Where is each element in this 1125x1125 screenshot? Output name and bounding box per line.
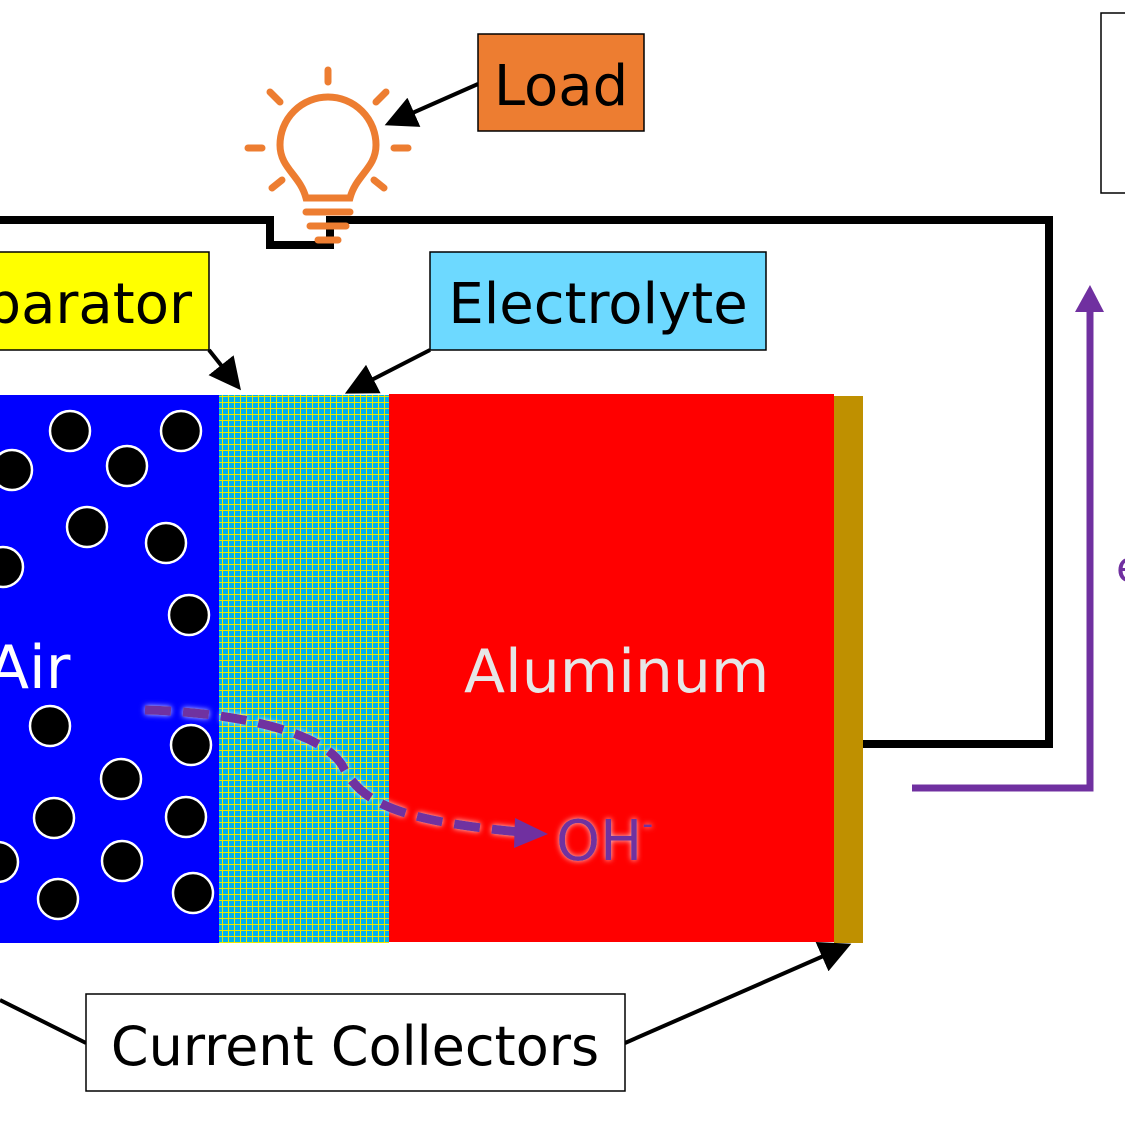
current-collectors-label: Current Collectors bbox=[111, 1015, 599, 1078]
oxygen-particle bbox=[159, 409, 203, 453]
hydroxide-ion-label: OH- bbox=[556, 807, 653, 874]
load-pointer bbox=[384, 82, 479, 127]
lightbulb-icon bbox=[244, 66, 412, 244]
oxygen-particle bbox=[36, 877, 80, 921]
electron-label: e bbox=[1116, 542, 1125, 593]
current-collector bbox=[834, 396, 863, 943]
air-label: Air bbox=[0, 633, 71, 703]
oxygen-particle bbox=[28, 704, 72, 748]
electrolyte-pointer bbox=[344, 348, 431, 394]
electron-flow-arrow bbox=[912, 310, 1094, 792]
oxygen-particle bbox=[0, 840, 20, 884]
separator-label: Separator bbox=[0, 272, 193, 337]
partial-label-box bbox=[1100, 12, 1125, 194]
oxygen-particle bbox=[65, 505, 109, 549]
oxygen-particle bbox=[0, 448, 34, 492]
circuit-wire bbox=[0, 216, 1053, 748]
oxygen-particle bbox=[99, 757, 143, 801]
separator-label-box bbox=[0, 251, 210, 351]
aluminum-anode bbox=[389, 394, 834, 942]
oxygen-particle bbox=[0, 545, 25, 589]
oxygen-particle bbox=[171, 871, 215, 915]
oxygen-particle bbox=[167, 593, 211, 637]
ion-arrowhead bbox=[514, 818, 548, 848]
electrolyte-label-box bbox=[429, 251, 767, 351]
oxygen-particle bbox=[32, 796, 76, 840]
collector-pointer-left bbox=[0, 998, 87, 1045]
electron-arrowhead bbox=[1075, 285, 1104, 312]
oxygen-particles bbox=[0, 409, 215, 921]
aluminum-label: Aluminum bbox=[464, 637, 769, 707]
oxygen-particle bbox=[48, 409, 92, 453]
oxygen-particle bbox=[164, 795, 208, 839]
electrolyte-label: Electrolyte bbox=[448, 272, 747, 337]
oxygen-particle bbox=[169, 723, 213, 767]
oxygen-particle bbox=[105, 444, 149, 488]
load-label: Load bbox=[494, 54, 628, 119]
ion-flow-path bbox=[144, 705, 521, 837]
load-label-box bbox=[477, 33, 645, 132]
separator-electrolyte-layer bbox=[219, 395, 389, 943]
oxygen-particle bbox=[100, 839, 144, 883]
oxygen-particle bbox=[144, 521, 188, 565]
separator-pointer bbox=[207, 348, 241, 391]
collector-pointer-right bbox=[624, 941, 852, 1045]
current-collectors-label-box bbox=[85, 993, 626, 1092]
